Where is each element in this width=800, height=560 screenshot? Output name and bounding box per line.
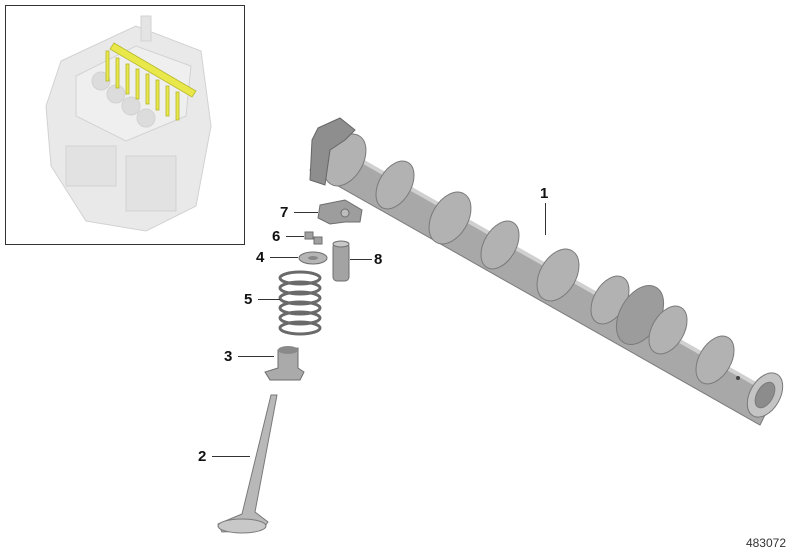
callout-3: 3 [224,348,233,365]
callout-5: 5 [244,291,253,308]
leader-line-5 [258,299,280,300]
callout-2: 2 [198,448,207,465]
engine-ghost-illustration [45,15,212,232]
engine-overview-inset [5,5,245,245]
callout-1: 1 [540,185,549,202]
highlighted-valvetrain [105,42,197,121]
callout-6: 6 [272,228,281,245]
callout-4: 4 [256,249,265,266]
leader-line-2 [212,456,250,457]
leader-line-7 [294,212,318,213]
camshaft [309,117,784,426]
leader-line-4 [270,257,298,258]
leader-line-8 [350,259,372,260]
leader-line-6 [286,236,304,237]
leader-line-3 [238,356,274,357]
diagram-reference-number: 483072 [745,536,786,550]
callout-8: 8 [374,251,383,268]
callout-7: 7 [280,204,289,221]
leader-line-1 [545,203,546,235]
